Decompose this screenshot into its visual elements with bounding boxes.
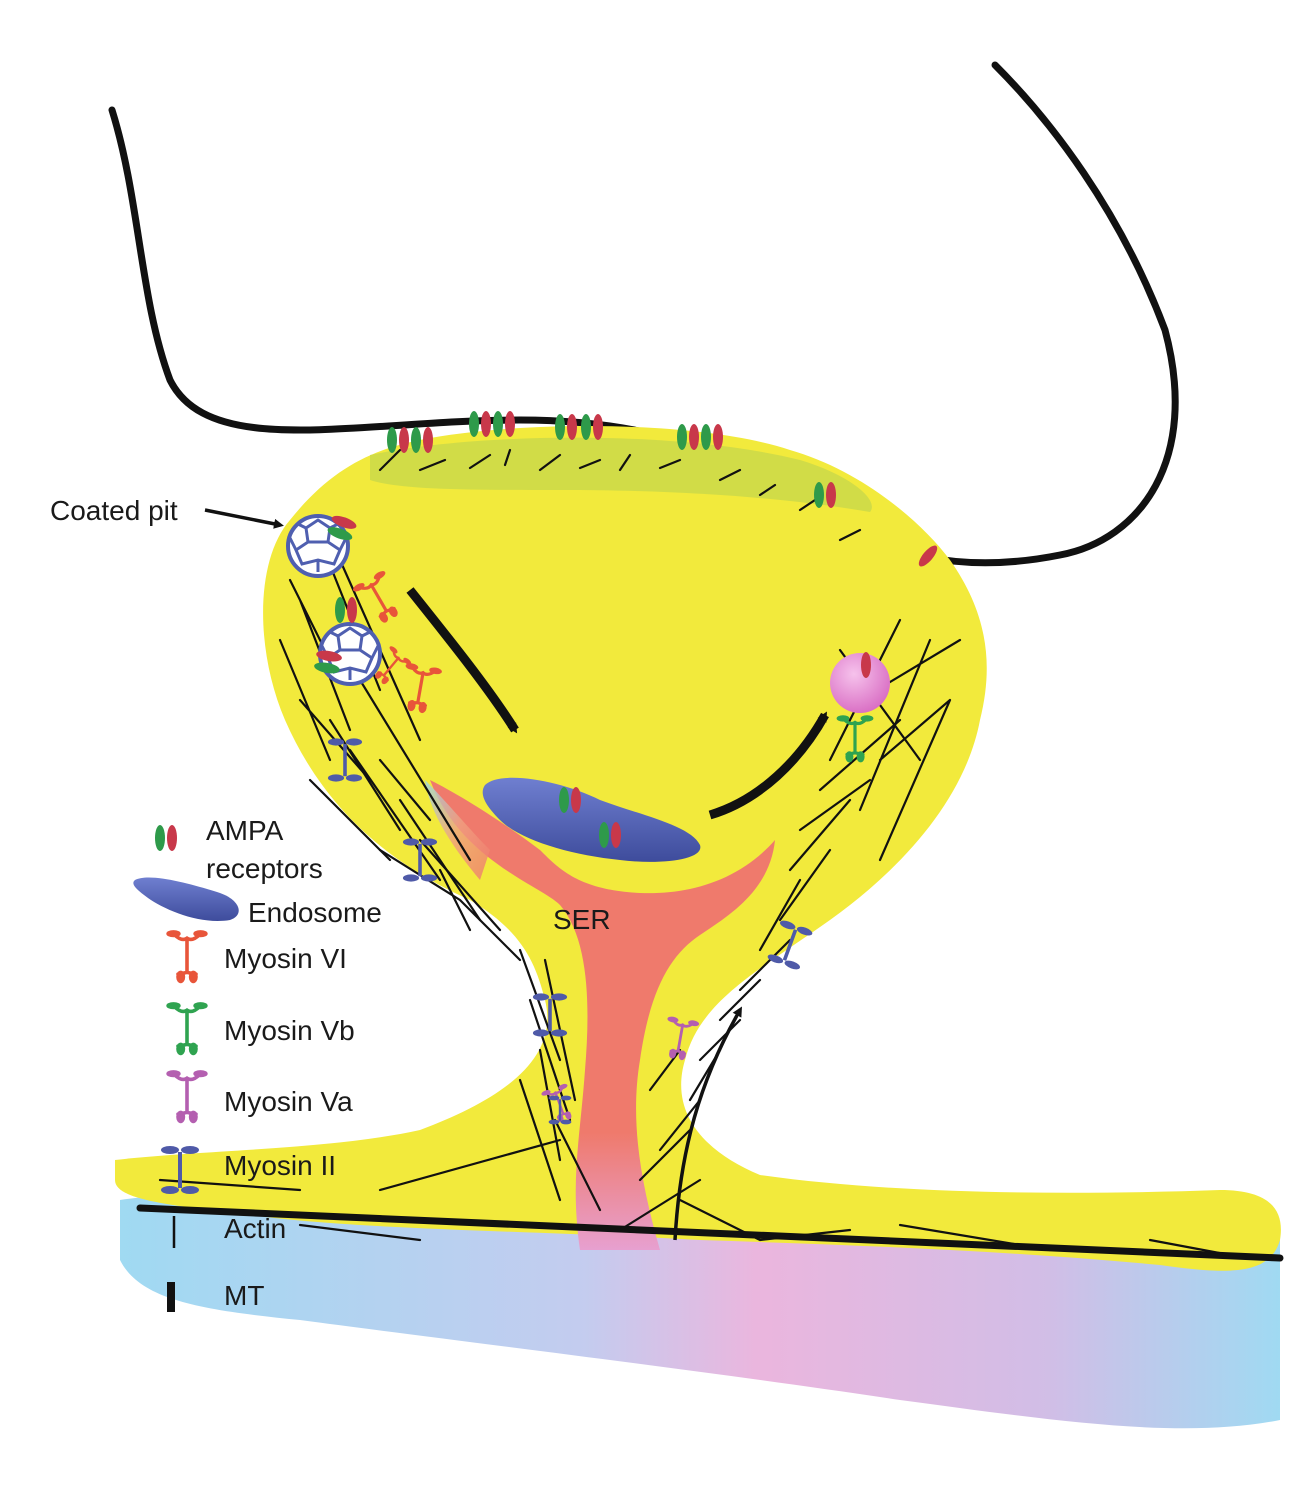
ser-organelle	[430, 780, 775, 1250]
myosin-va-icon	[164, 1068, 210, 1125]
coated-pit-pointer	[204, 508, 284, 529]
legend-myosin-vi-label: Myosin VI	[224, 943, 347, 974]
legend: AMPA receptors Endosome Myosin VI Myosin…	[133, 815, 382, 1312]
coated-pit-label: Coated pit	[50, 495, 178, 526]
endocytosis-arrow	[406, 587, 519, 734]
exocytosis-arrow	[708, 711, 829, 820]
myosin-vb-icon	[164, 1000, 210, 1057]
legend-ampa-label: AMPA	[206, 815, 284, 846]
recycling-vesicle-icon	[830, 653, 890, 713]
ampa-receptor-icon	[155, 825, 177, 851]
legend-myosin-ii-label: Myosin II	[224, 1150, 336, 1181]
endosome-icon	[133, 877, 239, 921]
legend-receptors-label: receptors	[206, 853, 323, 884]
myosin-vi-icon	[164, 928, 210, 986]
trafficking-arrow	[673, 1006, 742, 1241]
postsynaptic-density	[370, 437, 872, 512]
ser-left-shade	[425, 780, 490, 880]
ser-label: SER	[553, 904, 611, 935]
legend-endosome-label: Endosome	[248, 897, 382, 928]
legend-mt-label: MT	[224, 1280, 264, 1311]
legend-myosin-va-label: Myosin Va	[224, 1086, 353, 1117]
synaptic-receptors	[387, 411, 938, 567]
legend-actin-label: Actin	[224, 1213, 286, 1244]
legend-myosin-vb-label: Myosin Vb	[224, 1015, 355, 1046]
vesicle-receptor	[861, 652, 871, 678]
microtubule	[136, 1204, 1284, 1262]
endosome-organelle	[482, 777, 701, 862]
